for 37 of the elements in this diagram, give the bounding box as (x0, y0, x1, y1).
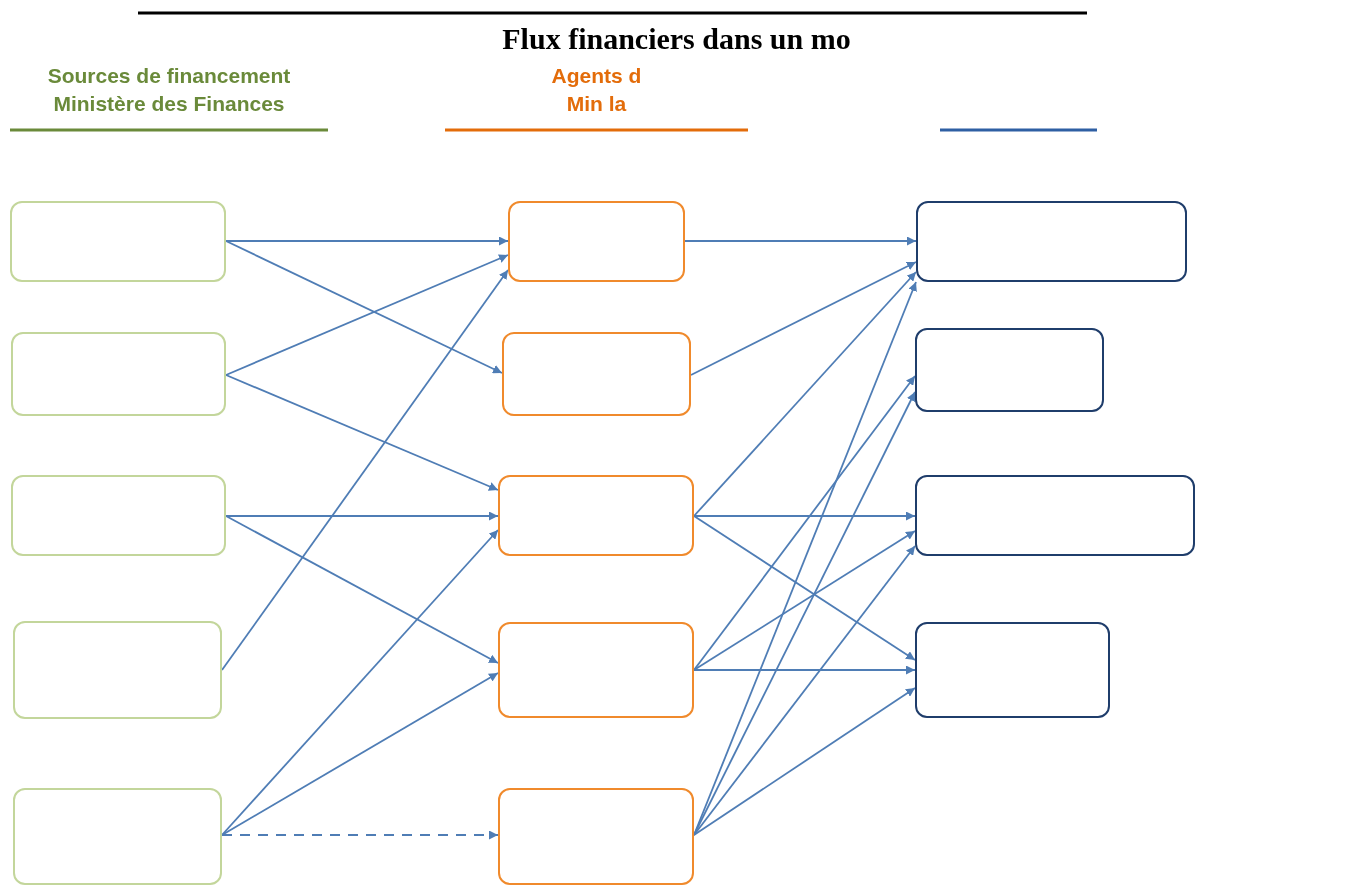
empty-box (498, 788, 694, 885)
empty-box (11, 475, 226, 556)
empty-box (13, 621, 222, 719)
arrow (693, 665, 916, 675)
column-heading: Min la (565, 92, 628, 116)
empty-box (498, 475, 694, 556)
arrow (225, 515, 499, 664)
column-heading: Agents d (550, 64, 643, 88)
empty-box (10, 201, 226, 282)
column-heading: Ministère des Finances (52, 92, 286, 116)
arrow (693, 530, 916, 671)
empty-box (915, 475, 1195, 556)
arrow (221, 269, 509, 671)
arrow (221, 529, 499, 836)
arrow (225, 236, 509, 246)
arrow (693, 515, 916, 661)
arrow (693, 271, 917, 517)
empty-box (915, 328, 1104, 412)
arrow (221, 830, 499, 840)
empty-box (498, 622, 694, 718)
arrow (693, 511, 916, 521)
column-heading: Sources de financement (46, 64, 292, 88)
arrow (684, 236, 917, 246)
empty-box (11, 332, 226, 416)
empty-box (508, 201, 685, 282)
arrow (693, 545, 916, 836)
arrow (693, 375, 916, 671)
arrow (690, 261, 917, 376)
empty-box (915, 622, 1110, 718)
title: Flux financiers dans un mo (501, 22, 852, 56)
arrow (225, 374, 499, 491)
empty-box (916, 201, 1187, 282)
arrow (693, 687, 916, 836)
empty-box (502, 332, 691, 416)
empty-box (13, 788, 222, 885)
arrow (225, 511, 499, 521)
arrow (221, 672, 499, 836)
